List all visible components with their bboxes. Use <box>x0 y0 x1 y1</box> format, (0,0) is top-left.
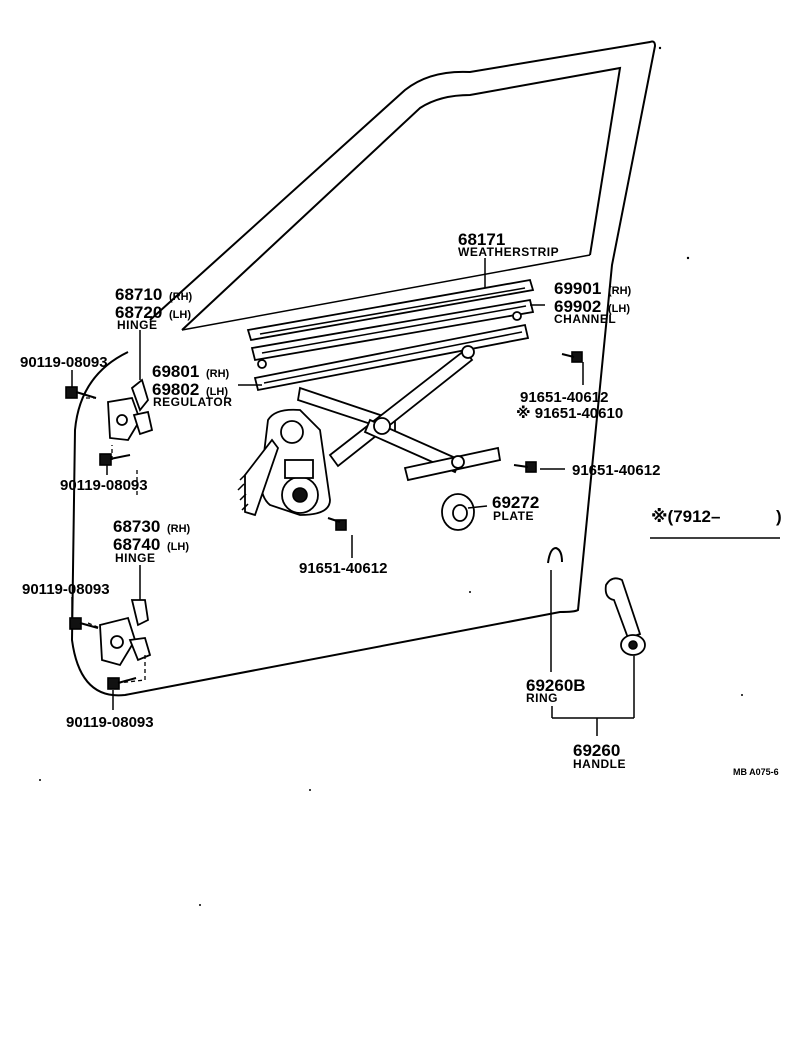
label-ring: 69260B RING <box>526 676 586 705</box>
label-plate: 69272 PLATE <box>492 493 539 523</box>
regulator-side-rh: (RH) <box>206 368 230 380</box>
hinge-lower-side-rh: (RH) <box>167 523 191 535</box>
door-outline <box>70 40 657 697</box>
weatherstrip-number: 68171 <box>458 230 505 249</box>
screw-right-number: 91651-40612 <box>572 462 660 479</box>
handle-part <box>604 577 646 656</box>
lower-hinge <box>99 599 152 667</box>
screw-channel <box>561 351 583 363</box>
plate-part <box>441 493 475 531</box>
label-hinge-upper: 68710 (RH) 68720 (LH) HINGE <box>115 285 193 332</box>
screw-bottom-number: 91651-40612 <box>299 560 387 577</box>
regulator-mechanism <box>237 345 502 517</box>
hinge-upper-name: HINGE <box>117 318 158 332</box>
upper-hinge <box>107 378 154 441</box>
assembly-lines <box>86 397 146 684</box>
handle-number: 69260 <box>573 741 620 760</box>
hinge-lower-name: HINGE <box>115 551 156 565</box>
regulator-side-lh: (LH) <box>206 386 228 398</box>
bolt-upper-lower <box>99 453 131 466</box>
bolt-lower-left <box>69 617 99 630</box>
plate-number: 69272 <box>492 493 539 512</box>
ring-number: 69260B <box>526 676 586 695</box>
bolt-b-number: 90119-08093 <box>60 477 148 494</box>
regulator-number-rh: 69801 <box>152 362 199 381</box>
handle-name: HANDLE <box>573 757 626 771</box>
hinge-upper-side-lh: (LH) <box>169 309 191 321</box>
bolts <box>65 351 583 690</box>
diagram-reference: MB A075-6 <box>733 767 779 777</box>
hinge-lower-number-lh: 68740 <box>113 535 160 554</box>
label-channel: 69901 (RH) 69902 (LH) CHANNEL <box>554 279 632 326</box>
ring-part <box>547 546 563 564</box>
scan-specks <box>39 46 743 906</box>
screw-bottom <box>327 517 347 531</box>
plate-name: PLATE <box>493 509 534 523</box>
screw-channel-number-1: 91651-40612 <box>520 389 608 406</box>
hinge-upper-side-rh: (RH) <box>169 291 193 303</box>
hinge-upper-number-rh: 68710 <box>115 285 162 304</box>
bolt-upper-left <box>65 386 97 399</box>
hinge-upper-number-lh: 68720 <box>115 303 162 322</box>
channel-side-rh: (RH) <box>608 285 632 297</box>
channel-side-lh: (LH) <box>608 303 630 315</box>
bolt-c-number: 90119-08093 <box>22 581 110 598</box>
ring-name: RING <box>526 691 558 705</box>
screw-right <box>513 461 537 473</box>
date-note: ※(7912– <box>651 507 720 526</box>
date-note-close: ) <box>776 507 782 526</box>
channel-name: CHANNEL <box>554 312 616 326</box>
weatherstrip-name: WEATHERSTRIP <box>458 245 559 259</box>
regulator-name: REGULATOR <box>153 395 232 409</box>
label-hinge-lower: 68730 (RH) 68740 (LH) HINGE <box>113 517 191 565</box>
regulator-number-lh: 69802 <box>152 380 199 399</box>
bolt-a-number: 90119-08093 <box>20 354 108 371</box>
channel-number-rh: 69901 <box>554 279 601 298</box>
weatherstrip-channel-rails <box>246 278 535 392</box>
channel-number-lh: 69902 <box>554 297 601 316</box>
hinge-lower-side-lh: (LH) <box>167 541 189 553</box>
hinge-lower-number-rh: 68730 <box>113 517 160 536</box>
bolt-d-number: 90119-08093 <box>66 714 154 731</box>
leader-lines <box>71 258 780 736</box>
bolt-lower-bottom <box>107 677 137 690</box>
label-regulator: 69801 (RH) 69802 (LH) REGULATOR <box>152 362 232 409</box>
label-weatherstrip: 68171 WEATHERSTRIP <box>458 230 559 259</box>
label-handle: 69260 HANDLE <box>573 741 626 771</box>
screw-channel-number-2: ※ 91651-40610 <box>516 404 623 422</box>
